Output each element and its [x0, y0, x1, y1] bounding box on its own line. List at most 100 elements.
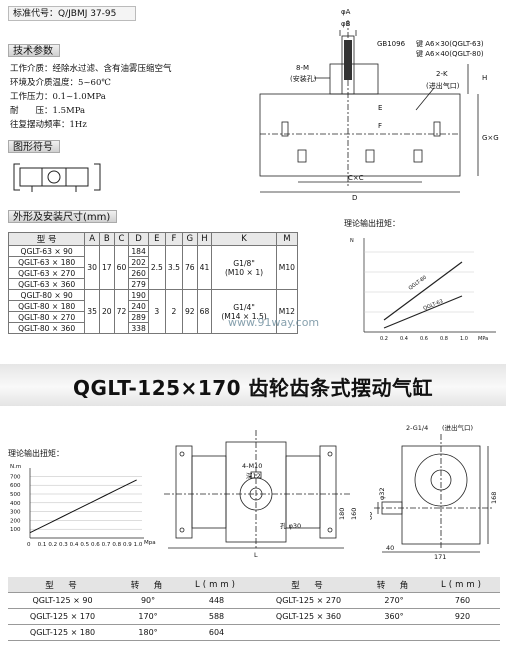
x-tick-label: 0 [27, 542, 31, 548]
cell-G: 92 [181, 289, 198, 334]
col-length-2: L(mm) [425, 577, 500, 593]
col-G: G [181, 232, 198, 246]
label-key-63: 键 A6×30(QGLT-63) [416, 39, 484, 48]
x-tick-label: 1.0 [134, 542, 143, 548]
x-tick-label: 0.7 [102, 542, 111, 548]
x-axis-label: Mpa [144, 540, 156, 546]
cell-length: 588 [179, 608, 254, 625]
label-depth: 深12 [246, 471, 261, 480]
cell-K-metric: (M14 × 1.5) [221, 311, 267, 321]
symbol-heading: 图形符号 [8, 140, 60, 153]
spec-table: 型 号 A B C D E F G H K M QGLT-63 × 90 30 … [7, 232, 299, 334]
shaft-key [344, 40, 352, 80]
x-tick: 1.0 [460, 336, 468, 342]
cell-angle: 170° [117, 608, 180, 625]
y-tick-label: 400 [10, 501, 21, 507]
label-key-80: 键 A6×40(QGLT-80) [416, 49, 484, 58]
col-model-2: 型 号 [253, 577, 364, 593]
col-A: A [84, 232, 100, 246]
cell-angle: 270° [363, 592, 426, 609]
x-tick: 0.2 [380, 336, 388, 342]
x-tick: 0.4 [400, 336, 408, 342]
label-2K: 2-K [436, 70, 448, 78]
y-tick-label: 100 [10, 527, 21, 533]
dim-180: 180 [338, 508, 346, 520]
cell-length: 604 [179, 624, 254, 641]
torque-series-line [29, 479, 137, 534]
col-angle-2: 转 角 [363, 577, 426, 593]
watermark-text: www.91way.com [228, 316, 320, 329]
dim-CxC: C×C [348, 174, 364, 182]
cell-angle [363, 624, 426, 641]
cell-D: 338 [128, 322, 149, 334]
col-H: H [196, 232, 213, 246]
dim-phiB: φB [341, 20, 351, 28]
cell-E: 3 [147, 289, 166, 334]
x-tick: 0.6 [420, 336, 428, 342]
tech-params-heading: 技术参数 [8, 44, 60, 57]
col-model: 型 号 [8, 577, 118, 593]
cell-K: G1/8"(M10 × 1) [211, 245, 277, 290]
param-medium: 工作介质：经除水过滤、含有油雾压缩空气 [10, 64, 172, 74]
cell-B: 17 [98, 245, 115, 290]
y-axis-label: N.m [10, 464, 21, 470]
cell-model: QGLT-125 × 270 [253, 592, 364, 609]
cell-A: 35 [84, 289, 100, 334]
label-8M: 8-M [296, 64, 309, 72]
dimensions-heading: 外形及安装尺寸(mm) [8, 210, 118, 223]
cell-model: QGLT-125 × 360 [253, 608, 364, 625]
cell-D: 202 [128, 256, 149, 268]
cell-model: QGLT-63 × 360 [7, 278, 86, 290]
x-tick-label: 0.9 [123, 542, 132, 548]
small-chart-title: 理论输出扭矩： [344, 219, 400, 228]
col-M: M [275, 232, 299, 246]
cell-G: 76 [181, 245, 198, 290]
y-tick-label: 500 [10, 492, 21, 498]
cell-model: QGLT-80 × 360 [7, 322, 86, 334]
front-view-drawing: 4-M10 深12 孔 φ30 L 180 160 [164, 430, 358, 559]
col-D: D [128, 232, 149, 246]
label-port-bottom: (进出气口) [442, 423, 473, 432]
cell-length [425, 624, 500, 641]
cell-D: 184 [128, 245, 149, 257]
label-2G14: 2-G1/4 [406, 424, 428, 432]
dim-L: L [254, 551, 258, 559]
cell-K-thread: G1/8" [233, 258, 255, 268]
small-chart-unit: N [350, 238, 354, 244]
cell-H: 41 [196, 245, 213, 290]
cell-H: 68 [196, 289, 213, 334]
cell-angle: 360° [363, 608, 426, 625]
x-tick-label: 0.1 [38, 542, 47, 548]
cell-model: QGLT-63 × 90 [7, 245, 86, 257]
cell-D: 240 [128, 300, 149, 312]
cell-D: 289 [128, 311, 149, 323]
x-tick-label: 0.3 [59, 542, 68, 548]
spec-table-header: 型 号 A B C D E F G H K M [7, 232, 299, 246]
cell-length: 920 [425, 608, 500, 625]
tech-params-list: 工作介质：经除水过滤、含有油雾压缩空气 环境及介质温度：5~60℃ 工作压力：0… [10, 62, 172, 132]
cell-model [253, 624, 364, 641]
param-pressure: 工作压力：0.1~1.0MPa [10, 92, 106, 102]
dim-171: 171 [434, 553, 446, 560]
col-length: L(mm) [179, 577, 254, 593]
series-line-80 [383, 261, 463, 321]
cell-M: M12 [275, 289, 299, 334]
table-row: QGLT-80 × 360 338 [7, 322, 298, 334]
col-E: E [147, 232, 166, 246]
param-temperature: 环境及介质温度：5~60℃ [10, 78, 111, 88]
cell-model: QGLT-63 × 180 [7, 256, 86, 268]
top-cylinder-drawing: φA φB 8-M (安装孔) GB1096 键 A6×30(QGLT-63) … [259, 8, 499, 202]
col-K: K [211, 232, 277, 246]
cell-K-metric: (M10 × 1) [224, 267, 264, 277]
cell-model: QGLT-125 × 90 [8, 592, 118, 609]
dim-40: 40 [386, 544, 394, 552]
cell-K-thread: G1/4" [233, 302, 255, 312]
dim-F: F [378, 122, 382, 130]
param-frequency: 往复摆动频率：1Hz [10, 120, 87, 130]
dim-GxG: G×G [482, 134, 499, 142]
cell-model: QGLT-125 × 170 [8, 608, 118, 625]
